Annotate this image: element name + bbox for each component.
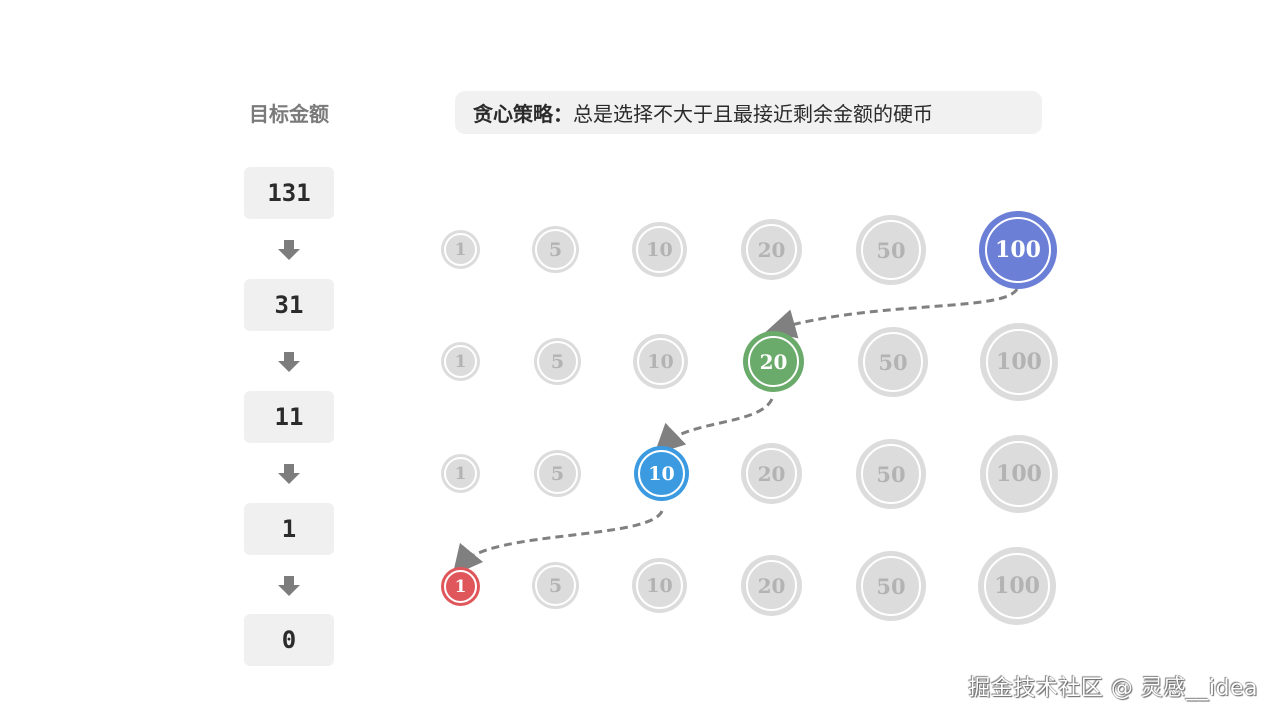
coin-50: 50 xyxy=(858,327,928,397)
coin-20-selected: 20 xyxy=(743,331,804,392)
coin-1-selected: 1 xyxy=(441,567,480,606)
coin-50: 50 xyxy=(856,215,926,285)
coin-10: 10 xyxy=(632,558,687,613)
strategy-banner: 贪心策略：总是选择不大于且最接近剩余金额的硬币 xyxy=(455,91,1042,134)
coin-10: 10 xyxy=(632,222,687,277)
coin-20: 20 xyxy=(741,219,802,280)
coin-50: 50 xyxy=(856,439,926,509)
coin-1: 1 xyxy=(441,342,480,381)
amount-box-0: 0 xyxy=(244,614,334,666)
coin-1: 1 xyxy=(441,230,480,269)
down-arrow-icon xyxy=(278,240,300,260)
amount-box-1: 1 xyxy=(244,503,334,555)
coin-5: 5 xyxy=(532,226,579,273)
coin-10-selected: 10 xyxy=(634,446,689,501)
amount-box-31: 31 xyxy=(244,279,334,331)
amount-box-131: 131 xyxy=(244,167,334,219)
coin-100: 100 xyxy=(980,435,1058,513)
strategy-label: 贪心策略 xyxy=(473,102,553,126)
coin-5: 5 xyxy=(534,450,581,497)
coin-100: 100 xyxy=(980,323,1058,401)
amount-box-11: 11 xyxy=(244,391,334,443)
watermark: 掘金技术社区 @ 灵感__idea xyxy=(968,676,1258,701)
coin-20: 20 xyxy=(741,443,802,504)
coin-100: 100 xyxy=(978,547,1056,625)
down-arrow-icon xyxy=(278,352,300,372)
strategy-text: 总是选择不大于且最接近剩余金额的硬币 xyxy=(573,102,933,126)
coin-10: 10 xyxy=(633,334,688,389)
coin-20: 20 xyxy=(741,555,802,616)
coin-100-selected: 100 xyxy=(979,211,1057,289)
coin-5: 5 xyxy=(532,562,579,609)
left-column-title: 目标金额 xyxy=(249,102,329,126)
down-arrow-icon xyxy=(278,464,300,484)
down-arrow-icon xyxy=(278,576,300,596)
coin-50: 50 xyxy=(856,551,926,621)
coin-1: 1 xyxy=(441,454,480,493)
coin-5: 5 xyxy=(534,338,581,385)
strategy-separator: ： xyxy=(553,102,573,126)
